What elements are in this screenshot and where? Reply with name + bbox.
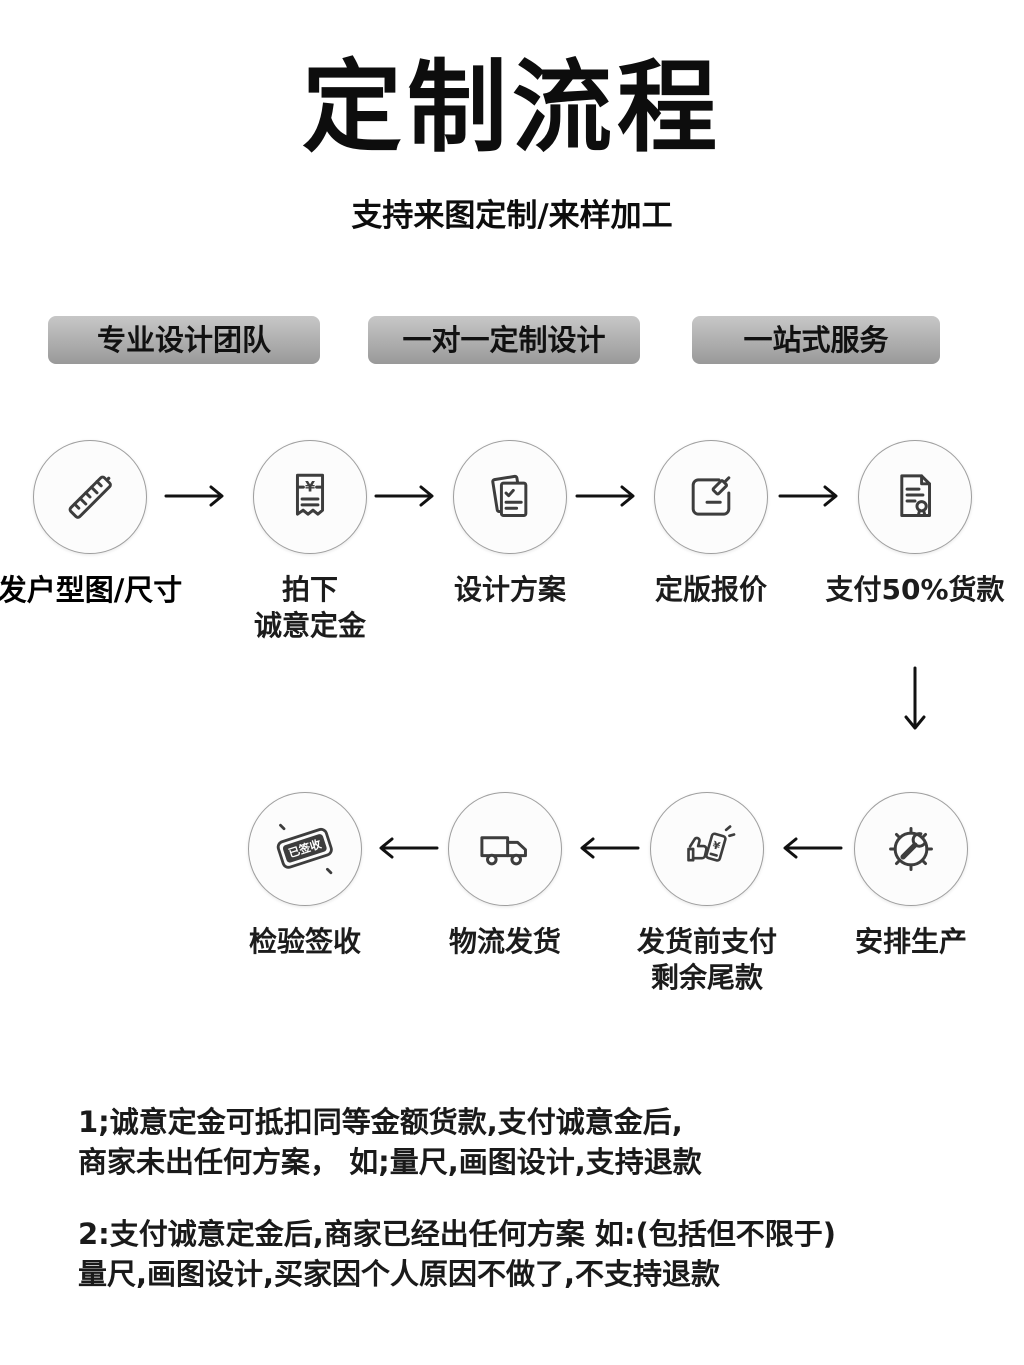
truck-icon <box>480 836 527 866</box>
step-circle: ¥ <box>650 792 764 906</box>
design-plan-icon <box>491 474 528 517</box>
final-payment-icon: ¥ <box>687 825 736 862</box>
arrow-right-icon <box>575 485 635 507</box>
arrow-down-icon <box>904 666 926 730</box>
step-pay-deposit: ¥ 拍下 诚意定金 <box>195 440 425 644</box>
page-subtitle: 支持来图定制/来样加工 <box>351 198 673 234</box>
step-design-plan: 设计方案 <box>395 440 625 608</box>
step-label: 定版报价 <box>654 573 767 606</box>
process-row-2: 已签收 检验签收 物流发货 <box>0 792 1024 1042</box>
badge-design-team: 专业设计团队 <box>48 316 320 364</box>
step-circle <box>33 440 147 554</box>
step-circle <box>854 792 968 906</box>
inspect-sign-icon: 已签收 <box>276 823 333 875</box>
badge-one-stop-service: 一站式服务 <box>692 316 940 364</box>
step-label: 发货前支付 剩余尾款 <box>636 925 777 994</box>
process-row-1: 发户型图/尺寸 ¥ 拍下 诚意定金 <box>0 440 1024 680</box>
step-send-floorplan: 发户型图/尺寸 <box>0 440 205 609</box>
step-inspect-sign: 已签收 检验签收 <box>190 792 420 960</box>
step-final-payment: ¥ 发货前支付 剩余尾款 <box>592 792 822 996</box>
arrow-right-icon <box>374 485 434 507</box>
production-gear-icon <box>889 827 933 871</box>
arrow-right-icon <box>164 485 224 507</box>
step-label: 安排生产 <box>854 925 967 958</box>
pay-deposit-icon <box>900 474 932 517</box>
step-circle <box>453 440 567 554</box>
note-2: 2:支付诚意定金后,商家已经出任何方案 如:(包括但不限于) 量尺,画图设计,买… <box>78 1217 836 1292</box>
arrow-left-icon <box>580 837 640 859</box>
step-circle <box>448 792 562 906</box>
policy-notes: 1;诚意定金可抵扣同等金额货款,支付诚意金后, 商家未出任何方案， 如;量尺,画… <box>78 1102 958 1326</box>
step-arrange-production: 安排生产 <box>796 792 1024 960</box>
step-circle <box>858 440 972 554</box>
note-1: 1;诚意定金可抵扣同等金额货款,支付诚意金后, 商家未出任何方案， 如;量尺,画… <box>78 1105 702 1180</box>
step-logistics-ship: 物流发货 <box>390 792 620 960</box>
step-pay-50-percent: 支付50%货款 <box>800 440 1024 608</box>
step-label: 检验签收 <box>248 925 361 958</box>
step-circle: ¥ <box>253 440 367 554</box>
page-title: 定制流程 <box>302 49 722 166</box>
svg-text:¥: ¥ <box>305 480 315 496</box>
step-label: 物流发货 <box>448 925 561 958</box>
step-label: 拍下 诚意定金 <box>253 573 366 642</box>
arrow-left-icon <box>783 837 843 859</box>
arrow-right-icon <box>778 485 838 507</box>
finalize-quote-icon <box>691 476 731 516</box>
step-label: 支付50%货款 <box>825 573 1005 606</box>
step-label: 发户型图/尺寸 <box>0 573 183 607</box>
badge-one-on-one: 一对一定制设计 <box>368 316 640 364</box>
deposit-receipt-icon: ¥ <box>295 473 325 516</box>
arrow-left-icon <box>379 837 439 859</box>
step-label: 设计方案 <box>453 573 566 606</box>
svg-text:¥: ¥ <box>711 839 722 853</box>
step-finalize-quote: 定版报价 <box>596 440 826 608</box>
ruler-icon <box>68 475 112 519</box>
step-circle: 已签收 <box>248 792 362 906</box>
step-circle <box>654 440 768 554</box>
